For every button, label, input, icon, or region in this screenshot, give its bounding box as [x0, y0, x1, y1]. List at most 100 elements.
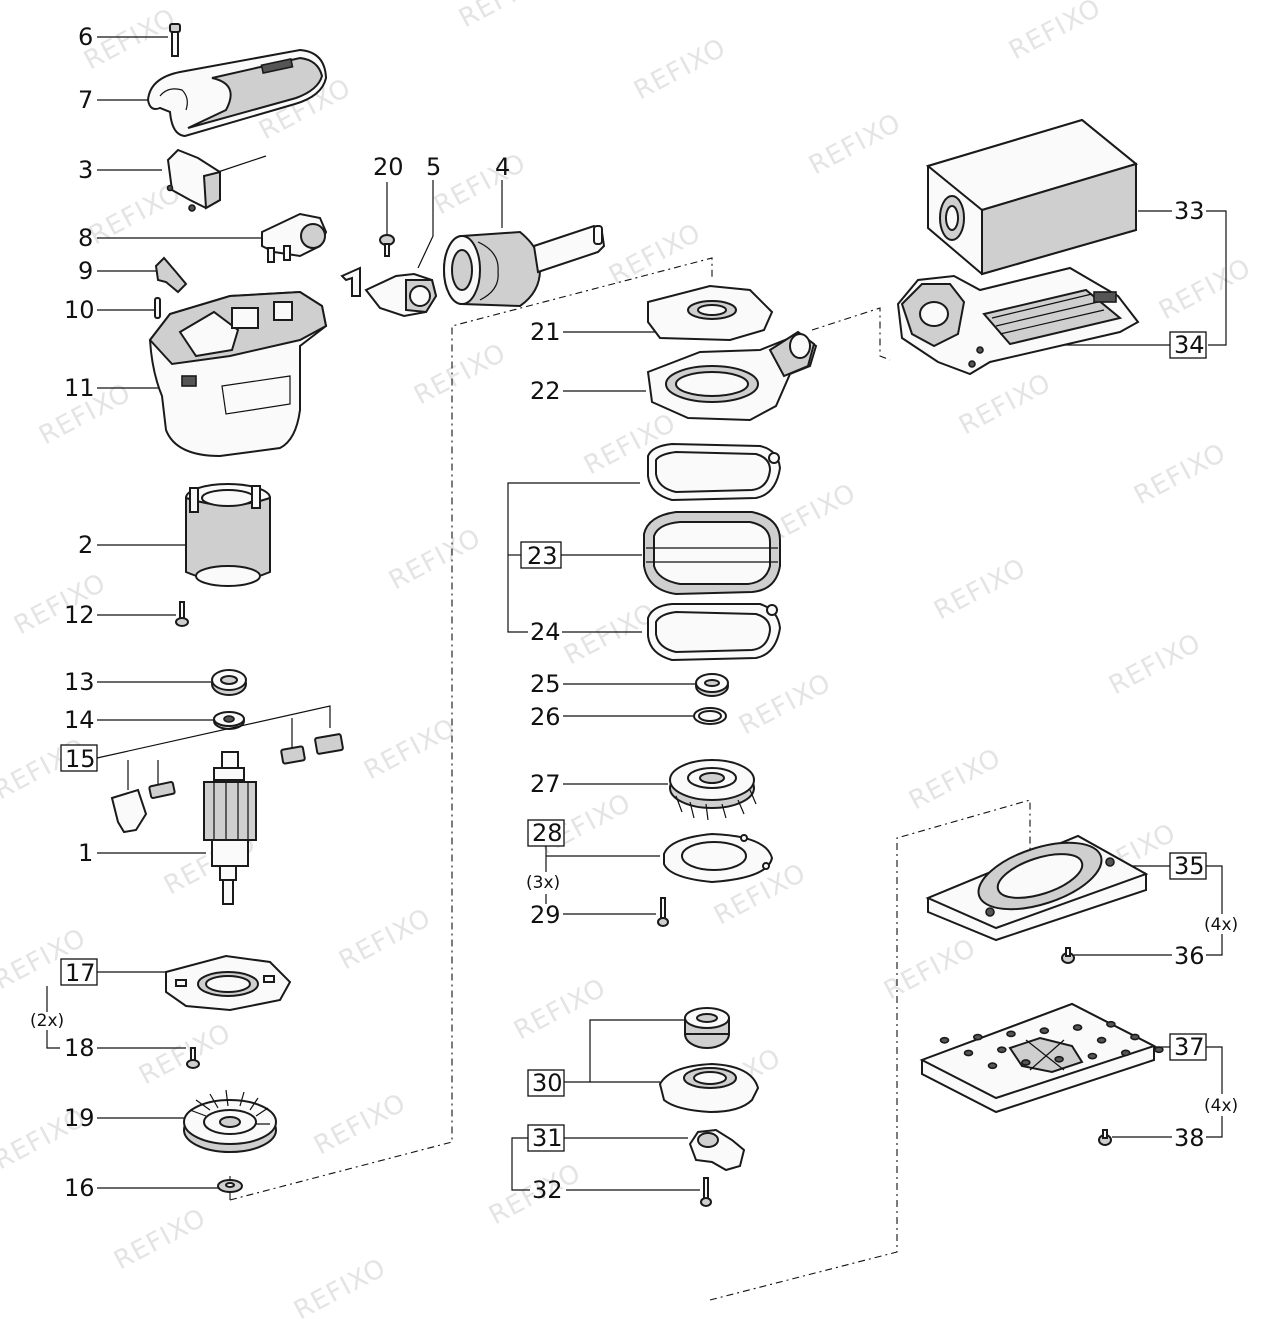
part-5-cable-clamp [340, 180, 438, 318]
pad-hole [1039, 1027, 1050, 1035]
watermark: REFIXO [559, 598, 661, 671]
callout-10: 10 [64, 296, 95, 324]
part-30-bearing-housing [527, 1007, 760, 1114]
callout-6: 6 [78, 23, 93, 51]
pad-hole [972, 1033, 983, 1041]
watermark: REFIXO [804, 108, 906, 181]
callout-22: 22 [530, 377, 561, 405]
part-34-frame [896, 266, 1207, 376]
pad-hole [963, 1049, 974, 1057]
watermark: REFIXO [904, 743, 1006, 816]
watermark: REFIXO [1104, 628, 1206, 701]
callout-1: 1 [78, 839, 93, 867]
callout-23: 23 [527, 542, 558, 570]
quantity-17: (2x) [30, 1011, 64, 1031]
watermark: REFIXO [429, 148, 531, 221]
callout-15: 15 [65, 745, 96, 773]
callout-26: 26 [530, 703, 561, 731]
watermark: REFIXO [289, 1253, 391, 1320]
callout-27: 27 [530, 770, 561, 798]
quantity-35: (4x) [1204, 915, 1238, 935]
part-38-screw [1098, 1129, 1172, 1146]
watermark: REFIXO [109, 1203, 211, 1276]
watermark: REFIXO [334, 903, 436, 976]
callout-16: 16 [64, 1174, 95, 1202]
part-1-armature [97, 751, 257, 905]
watermark: REFIXO [359, 713, 461, 786]
watermark: REFIXO [734, 668, 836, 741]
watermark: REFIXO [1129, 438, 1231, 511]
callout-19: 19 [64, 1104, 95, 1132]
part-13-bearing [97, 669, 247, 696]
part-4-cable-sleeve [443, 180, 606, 308]
pad-hole [939, 1036, 950, 1044]
part-26-o-ring [563, 707, 727, 725]
callout-11: 11 [64, 374, 95, 402]
callout-24: 24 [530, 618, 561, 646]
pad-hole [1087, 1052, 1098, 1060]
callout-28: 28 [532, 819, 563, 847]
pad-hole [1106, 1020, 1116, 1028]
part-36-screw [1061, 947, 1172, 964]
part-23-seal-group [507, 442, 782, 662]
callout-35: 35 [1174, 852, 1205, 880]
callout-30: 30 [532, 1069, 563, 1097]
watermark: REFIXO [1004, 0, 1106, 66]
watermark: REFIXO [879, 933, 981, 1006]
part-20-screw [379, 182, 395, 257]
part-11-motor-housing [97, 290, 328, 458]
watermark: REFIXO [134, 1018, 236, 1091]
pad-hole [987, 1062, 998, 1070]
callout-34: 34 [1174, 331, 1205, 359]
callout-4: 4 [495, 153, 510, 181]
callout-9: 9 [78, 257, 93, 285]
watermark: REFIXO [1154, 253, 1256, 326]
quantity-37: (4x) [1204, 1096, 1238, 1116]
callout-8: 8 [78, 224, 93, 252]
part-7-top-cover [97, 48, 328, 138]
pad-hole [1006, 1030, 1016, 1038]
part-10-pin [97, 297, 161, 319]
part-2-stator [97, 483, 271, 587]
part-19-fan [97, 1089, 277, 1153]
callout-12: 12 [64, 601, 95, 629]
pad-hole [1130, 1033, 1140, 1041]
part-15-carbon-brushes [60, 705, 344, 834]
quantity-28: (3x) [526, 873, 560, 893]
part-18-screw [46, 986, 200, 1069]
pad-hole [1096, 1036, 1107, 1044]
watermark: REFIXO [954, 368, 1056, 441]
part-14-bearing-small [97, 711, 245, 730]
callout-37: 37 [1174, 1033, 1205, 1061]
pad-hole [1021, 1059, 1031, 1066]
part-3-switch [97, 148, 267, 212]
callout-13: 13 [64, 668, 95, 696]
callout-38: 38 [1174, 1124, 1205, 1152]
part-9-slider [97, 256, 188, 294]
watermark: REFIXO [79, 3, 181, 76]
part-21-cover-plate [563, 284, 774, 342]
part-6-screw [97, 23, 181, 57]
callout-29: 29 [530, 901, 561, 929]
part-32-screw [566, 1177, 712, 1207]
part-27-fan-wheel [563, 759, 757, 821]
part-16-nut [97, 1179, 243, 1193]
callout-20: 20 [373, 153, 404, 181]
callout-5: 5 [426, 153, 441, 181]
watermark: REFIXO [454, 0, 556, 34]
callout-36: 36 [1174, 942, 1205, 970]
part-29-screw [563, 897, 669, 927]
callout-18: 18 [64, 1034, 95, 1062]
callout-31: 31 [532, 1124, 563, 1152]
part-37-sanding-pad [919, 1002, 1223, 1138]
callout-3: 3 [78, 156, 93, 184]
pad-hole [1072, 1024, 1083, 1031]
watermark: REFIXO [629, 33, 731, 106]
part-28-brake-plate [527, 819, 774, 904]
callout-21: 21 [530, 318, 561, 346]
pad-hole [996, 1046, 1007, 1054]
watermark: REFIXO [384, 523, 486, 596]
callout-labels: 6 7 3 8 9 10 11 2 12 13 14 15 1 17 (2x) … [30, 23, 1238, 1204]
part-25-bearing [563, 673, 729, 697]
